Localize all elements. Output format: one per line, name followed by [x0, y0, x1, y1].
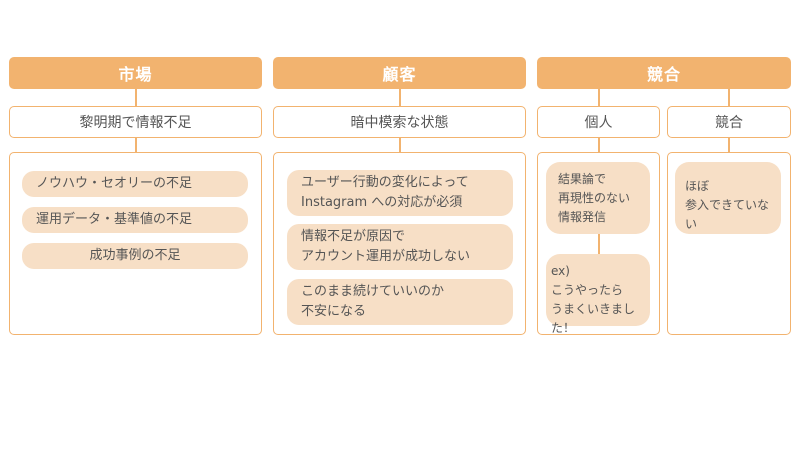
connector-line [598, 138, 600, 152]
market-item: ノウハウ・セオリーの不足 [22, 171, 248, 197]
individual-label: 個人 [537, 106, 660, 138]
competitor-label: 競合 [667, 106, 791, 138]
customer-header: 顧客 [273, 57, 526, 89]
connector-line [728, 138, 730, 152]
competition-header: 競合 [537, 57, 791, 89]
connector-line [598, 89, 600, 106]
customer-item: 情報不足が原因で アカウント運用が成功しない [287, 224, 513, 270]
connector-line [728, 89, 730, 106]
customer-item: ユーザー行動の変化によって Instagram への対応が必須 [287, 170, 513, 216]
market-item: 成功事例の不足 [22, 243, 248, 269]
individual-bubble: 結果論で 再現性のない 情報発信 [546, 162, 650, 234]
market-header: 市場 [9, 57, 262, 89]
connector-line [135, 138, 137, 152]
connector-line [399, 89, 401, 106]
market-item: 運用データ・基準値の不足 [22, 207, 248, 233]
market-label: 黎明期で情報不足 [9, 106, 262, 138]
connector-line [598, 234, 600, 254]
connector-line [135, 89, 137, 106]
individual-example-bubble: ex) こうやったら うまくいきました！ [546, 254, 650, 335]
competitor-bubble: ほぼ 参入できていない [675, 162, 781, 234]
customer-label: 暗中模索な状態 [273, 106, 526, 138]
customer-item: このまま続けていいのか 不安になる [287, 279, 513, 325]
connector-line [399, 138, 401, 152]
